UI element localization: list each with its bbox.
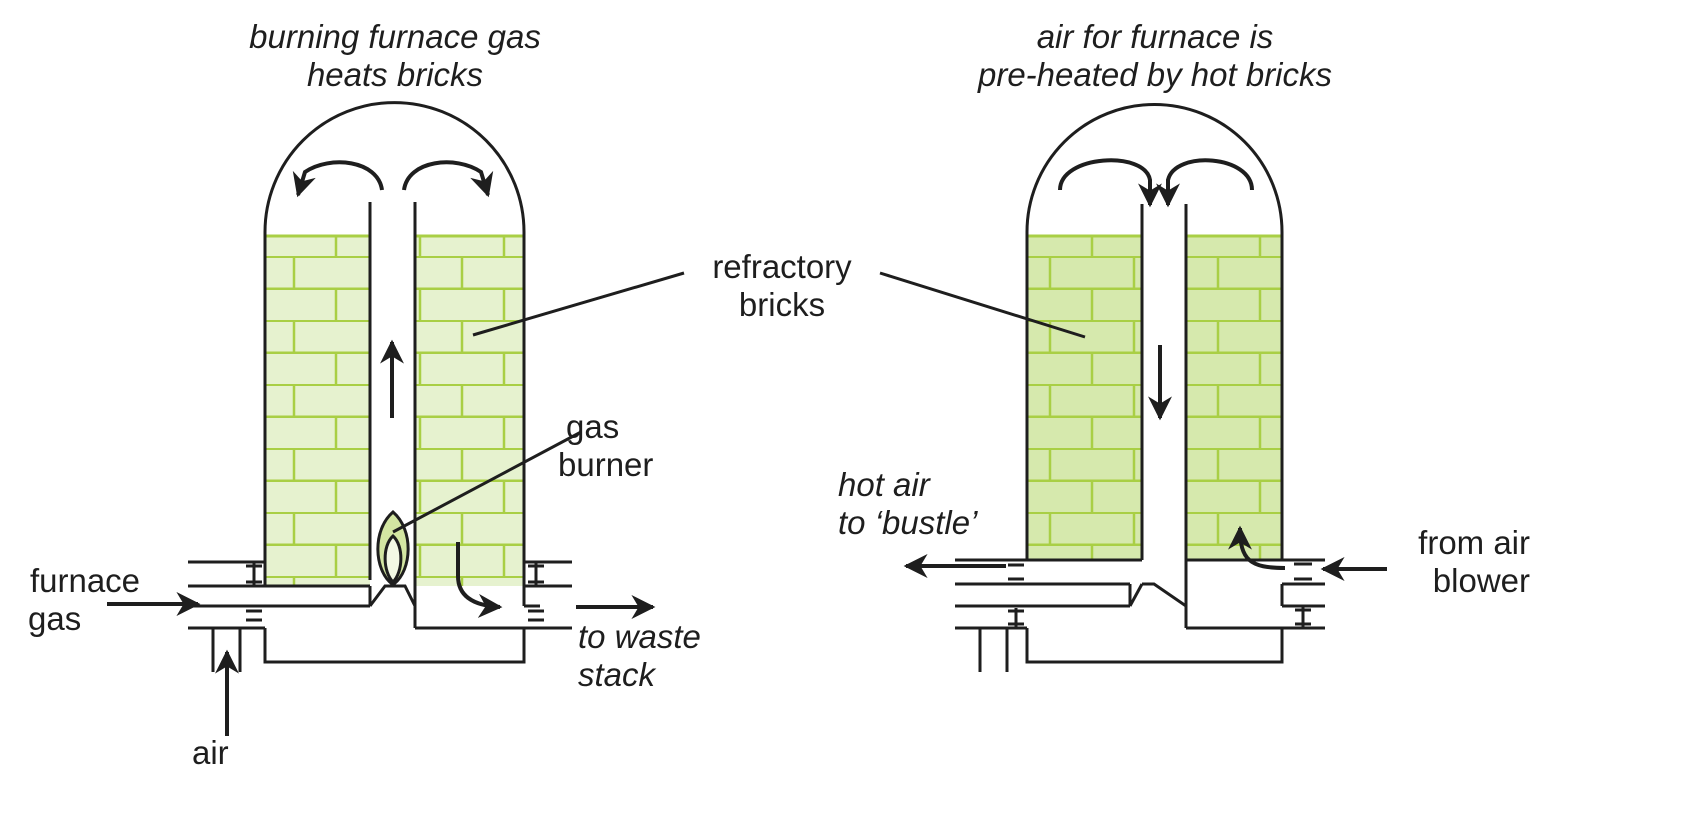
hot-air-line1: hot air <box>838 466 930 503</box>
right-caption-line2: pre-heated by hot bricks <box>977 56 1333 93</box>
gas-burner-label: gas burner <box>558 408 653 484</box>
waste-stack-line2: stack <box>578 656 656 693</box>
air-label: air <box>192 734 229 771</box>
left-caption: burning furnace gas heats bricks <box>205 18 585 94</box>
leader-lines <box>392 271 1086 534</box>
refractory-bricks-line1: refractory <box>712 248 852 285</box>
air-blower-line1: from air <box>1418 524 1530 561</box>
right-stove <box>955 103 1325 672</box>
furnace-gas-label: furnace gas <box>20 562 150 638</box>
waste-stack-label: to waste stack <box>578 618 701 694</box>
right-brick-column-b-pattern <box>1186 236 1282 560</box>
left-brick-column-a-pattern <box>265 236 370 586</box>
right-dome <box>1025 103 1284 560</box>
left-stove <box>188 101 572 672</box>
refractory-bricks-line2: bricks <box>738 286 826 323</box>
left-dome <box>263 101 526 586</box>
right-brick-column-a-pattern <box>1027 236 1142 560</box>
gas-burner-line2: burner <box>558 446 654 483</box>
furnace-gas-line1: furnace <box>29 562 141 599</box>
refractory-bricks-label: refractory bricks <box>682 248 882 324</box>
right-caption: air for furnace is pre-heated by hot bri… <box>905 18 1405 94</box>
hot-air-line2: to ‘bustle’ <box>838 504 978 541</box>
left-flow-arrows <box>107 160 656 736</box>
hot-air-bustle-label: hot air to ‘bustle’ <box>838 466 977 542</box>
gas-burner-flame <box>376 510 410 586</box>
waste-stack-line1: to waste <box>578 618 701 655</box>
right-flow-arrows <box>903 158 1387 581</box>
left-caption-line1: burning furnace gas <box>249 18 541 55</box>
air-blower-line2: blower <box>1432 562 1530 599</box>
gas-burner-line1: gas <box>566 408 620 445</box>
air-blower-label: from air blower <box>1375 524 1530 600</box>
right-caption-line1: air for furnace is <box>1036 18 1274 55</box>
furnace-gas-line2: gas <box>28 600 82 637</box>
left-brick-column-b-pattern <box>415 236 524 586</box>
left-caption-line2: heats bricks <box>306 56 484 93</box>
